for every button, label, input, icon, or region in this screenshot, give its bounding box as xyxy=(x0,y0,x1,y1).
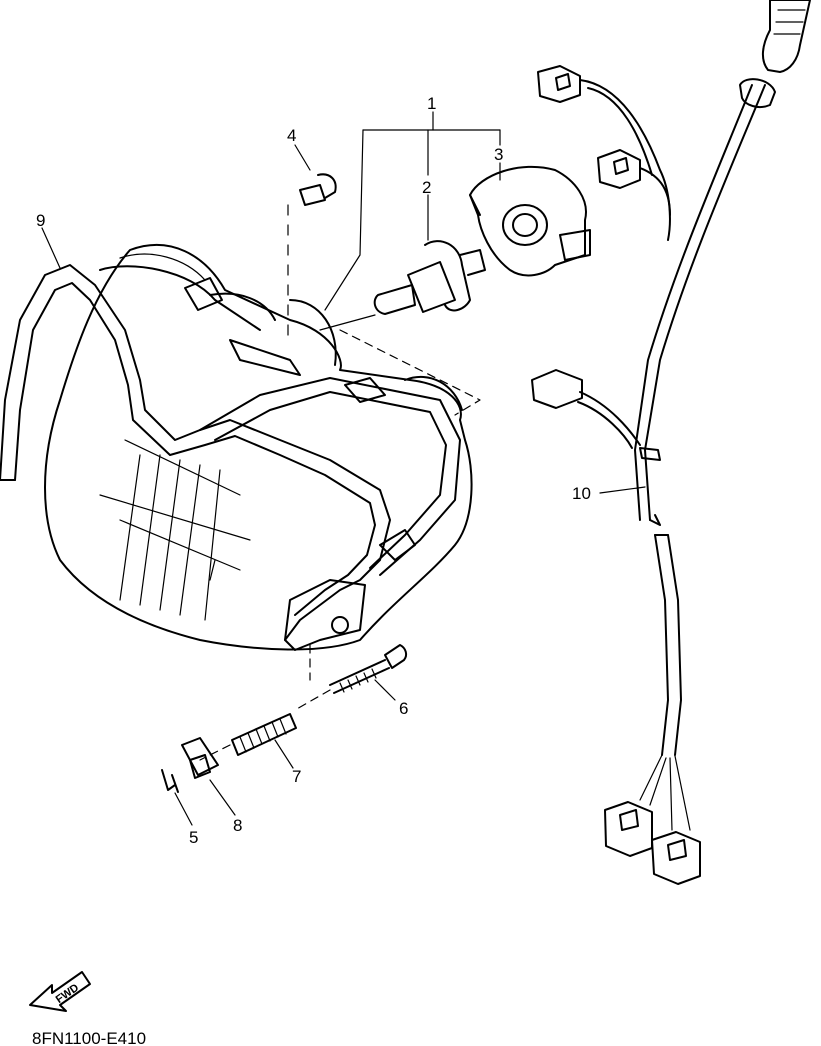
clip xyxy=(161,769,179,793)
callout-1: 1 xyxy=(427,94,436,113)
bulb-cover xyxy=(469,165,591,277)
callout-6: 6 xyxy=(399,699,408,718)
callout-3: 3 xyxy=(494,145,503,164)
callout-10: 10 xyxy=(572,484,591,503)
leader-lines xyxy=(41,111,646,826)
callout-5: 5 xyxy=(189,828,198,847)
callout-7: 7 xyxy=(292,767,301,786)
position-bulb xyxy=(287,173,337,336)
diagram-code: 8FN1100-E410 xyxy=(32,1029,146,1046)
callout-2: 2 xyxy=(422,178,431,197)
holder-nut xyxy=(181,737,219,779)
callout-4: 4 xyxy=(287,126,296,145)
callout-9: 9 xyxy=(36,211,45,230)
headlight-bulb xyxy=(319,240,486,331)
callout-8: 8 xyxy=(233,816,242,835)
fwd-label: FWD xyxy=(54,982,81,1006)
trim-strip xyxy=(0,264,391,641)
forward-arrow-icon: FWD xyxy=(29,971,91,1012)
wire-harness xyxy=(531,0,811,885)
adjusting-screw xyxy=(329,644,408,694)
headlight-body xyxy=(44,244,473,651)
spring xyxy=(231,713,297,756)
